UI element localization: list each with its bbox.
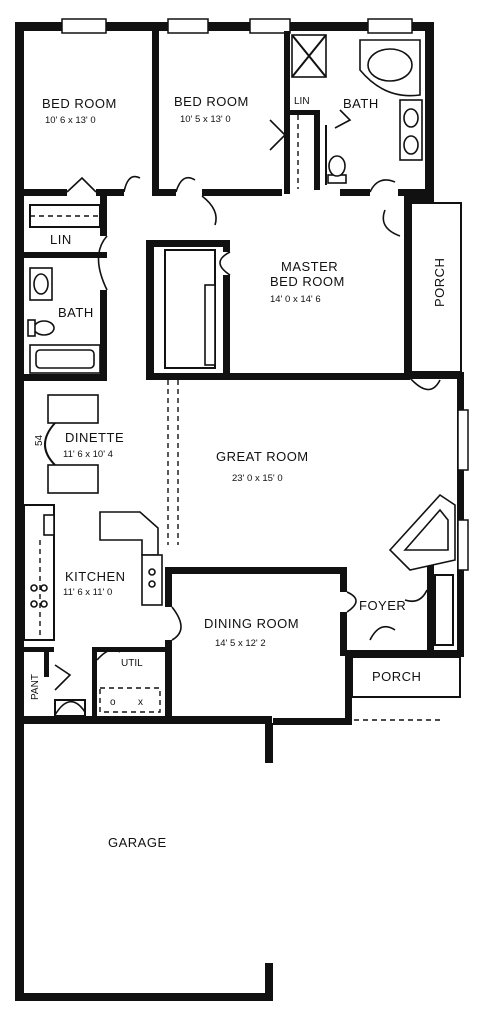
interior-walls	[22, 31, 434, 720]
top-windows	[61, 18, 469, 571]
dining-room-name: DINING ROOM	[204, 616, 299, 631]
master-bed-room-name-line1: MASTER	[281, 259, 338, 274]
exterior-walls	[15, 22, 464, 1001]
hall-bath-name: BATH	[58, 305, 94, 320]
dashed-lines	[39, 115, 440, 721]
master-lin-name: LIN	[294, 96, 310, 107]
dinette-dims: 11' 6 x 10' 4	[63, 449, 113, 460]
master-bed-room-dims: 14' 0 x 14' 6	[270, 294, 321, 305]
front-porch-name: PORCH	[372, 669, 421, 684]
bed-room-1-dims: 10' 6 x 13' 0	[45, 115, 96, 126]
master-bath-name: BATH	[343, 96, 379, 111]
garage-name: GARAGE	[108, 835, 167, 850]
svg-text:o: o	[110, 697, 116, 708]
bed-room-1-name: BED ROOM	[42, 96, 117, 111]
dinette-name: DINETTE	[65, 430, 124, 445]
bed-room-2-name: BED ROOM	[174, 94, 249, 109]
kitchen-dims: 11' 6 x 11' 0	[63, 587, 112, 598]
master-bed-room-name-line2: BED ROOM	[270, 274, 345, 289]
room-labels: BED ROOM 10' 6 x 13' 0 BED ROOM 10' 5 x …	[30, 94, 447, 850]
kitchen-name: KITCHEN	[65, 569, 126, 584]
great-room-name: GREAT ROOM	[216, 449, 309, 464]
pant-name: PANT	[30, 674, 41, 700]
hall-lin-name: LIN	[50, 232, 72, 247]
dinette-note: 54	[34, 434, 45, 446]
doors	[54, 109, 441, 716]
fixtures: o x	[23, 34, 462, 717]
util-name: UTIL	[121, 658, 143, 669]
dining-room-dims: 14' 5 x 12' 2	[215, 638, 266, 649]
great-room-dims: 23' 0 x 15' 0	[232, 473, 283, 484]
svg-text:x: x	[138, 697, 143, 708]
bed-room-2-dims: 10' 5 x 13' 0	[180, 114, 231, 125]
side-porch-name: PORCH	[432, 258, 447, 307]
foyer-name: FOYER	[359, 598, 406, 613]
